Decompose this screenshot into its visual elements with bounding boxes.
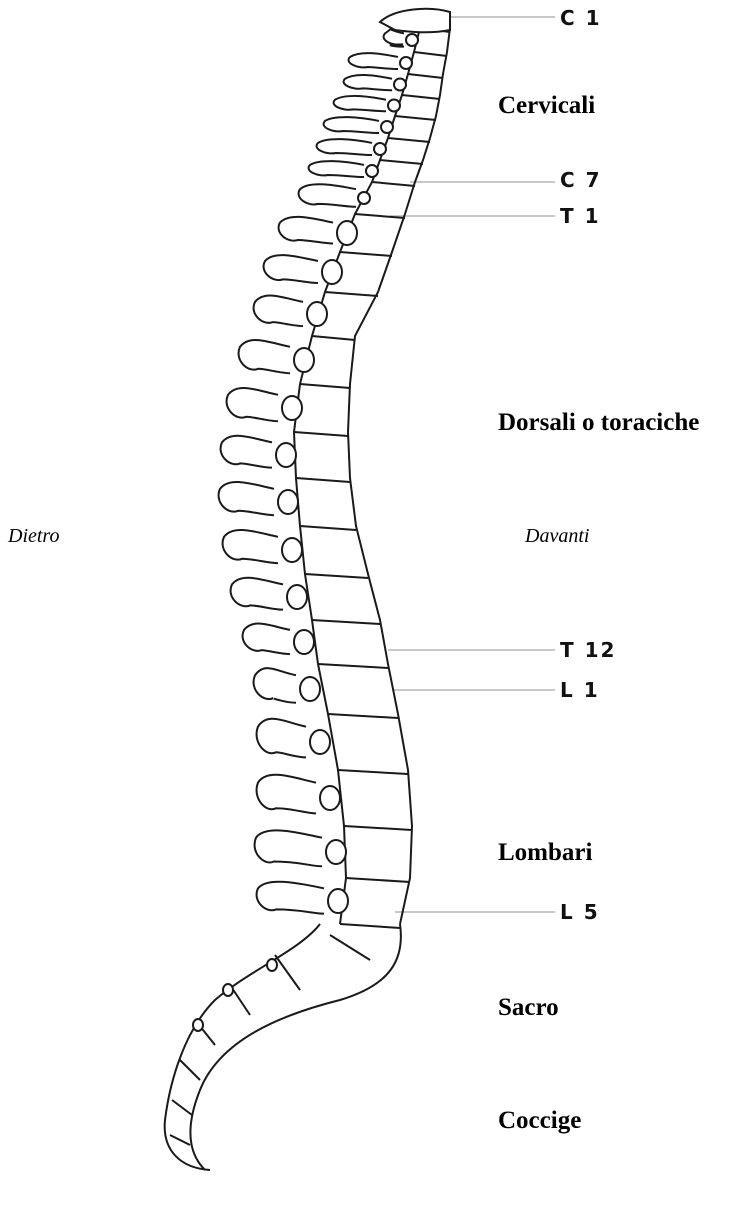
disc-line [346, 878, 410, 882]
disc-line [294, 432, 348, 436]
direction-front: Davanti [525, 525, 589, 548]
foramen [300, 677, 320, 701]
disc-line [300, 384, 350, 388]
vertebral-column [219, 9, 450, 928]
foramen [326, 840, 346, 864]
spinous-process [349, 53, 398, 69]
disc-line [300, 526, 356, 530]
sacral-segment [172, 1100, 192, 1115]
foramen [337, 221, 357, 245]
region-coccige: Coccige [498, 1107, 581, 1135]
label-t12: T 12 [560, 638, 616, 662]
spinous-process [219, 482, 274, 515]
disc-line [338, 770, 408, 774]
label-c7: C 7 [560, 168, 602, 192]
spinous-process [334, 96, 386, 111]
label-c1: C 1 [560, 6, 602, 30]
foramen [276, 443, 296, 467]
foramen [381, 121, 393, 133]
spinous-process [279, 217, 333, 244]
label-t1: T 1 [560, 204, 601, 228]
spinous-process [239, 340, 290, 373]
spinous-process [324, 117, 379, 133]
foramen [400, 57, 412, 69]
sacral-segment [330, 935, 370, 960]
disc-line [340, 252, 392, 256]
foramen [287, 585, 307, 609]
spinous-process [264, 255, 318, 283]
disc-line [395, 116, 436, 120]
spinous-process [299, 184, 356, 207]
foramen [278, 490, 298, 514]
foramen [366, 165, 378, 177]
sacrum-outer-edge [190, 924, 400, 1170]
direction-back: Dietro [8, 525, 59, 548]
foramen [374, 143, 386, 155]
spinous-process [344, 75, 392, 90]
disc-line [328, 714, 398, 718]
spinous-process [231, 578, 283, 610]
disc-line [372, 182, 415, 186]
disc-line [388, 138, 430, 142]
spinous-process [257, 882, 324, 914]
disc-line [402, 95, 440, 99]
leader-lines [388, 17, 555, 912]
spinous-process [317, 139, 372, 155]
disc-line [318, 664, 388, 668]
foramen [358, 192, 370, 204]
foramen [282, 396, 302, 420]
region-dorsali: Dorsali o toraciche [498, 409, 699, 437]
spinous-process [384, 29, 404, 46]
sacrum-coccyx [165, 924, 401, 1170]
sacral-foramen [267, 959, 277, 971]
sacral-segment [275, 955, 300, 990]
sacral-foramen [193, 1019, 203, 1031]
spinous-process [257, 775, 316, 814]
foramen [310, 730, 330, 754]
label-l5: L 5 [560, 900, 600, 924]
spinous-process [257, 719, 306, 758]
foramen [388, 100, 400, 112]
foramen [282, 538, 302, 562]
foramen [328, 889, 348, 913]
spinous-process [255, 830, 322, 866]
disc-line [344, 826, 412, 830]
disc-line [340, 924, 400, 928]
foramen [322, 260, 342, 284]
foramen [294, 348, 314, 372]
sacral-segment [170, 1135, 190, 1145]
disc-line [296, 478, 350, 482]
sacral-segment [180, 1060, 200, 1080]
foramen [307, 302, 327, 326]
spinous-process [309, 161, 364, 177]
spinous-process [227, 388, 278, 421]
disc-line [305, 574, 368, 578]
sacral-foramen [223, 984, 233, 996]
disc-line [380, 160, 423, 164]
spinous-process [243, 624, 290, 655]
spinous-process [223, 530, 278, 563]
foramen [394, 79, 406, 91]
spinous-process [254, 296, 303, 327]
disc-line [414, 52, 447, 56]
disc-line [312, 336, 355, 340]
foramen [320, 786, 340, 810]
disc-line [325, 292, 378, 296]
label-l1: L 1 [560, 678, 600, 702]
disc-line [312, 620, 380, 624]
spinous-process [254, 668, 296, 703]
region-sacro: Sacro [498, 994, 559, 1022]
region-lombari: Lombari [498, 839, 592, 867]
foramen [406, 34, 418, 46]
disc-line [408, 74, 443, 78]
foramen [294, 630, 314, 654]
spinous-process [221, 436, 272, 468]
sacrum-inner-edge [165, 924, 320, 1170]
region-cervicali: Cervicali [498, 92, 595, 120]
